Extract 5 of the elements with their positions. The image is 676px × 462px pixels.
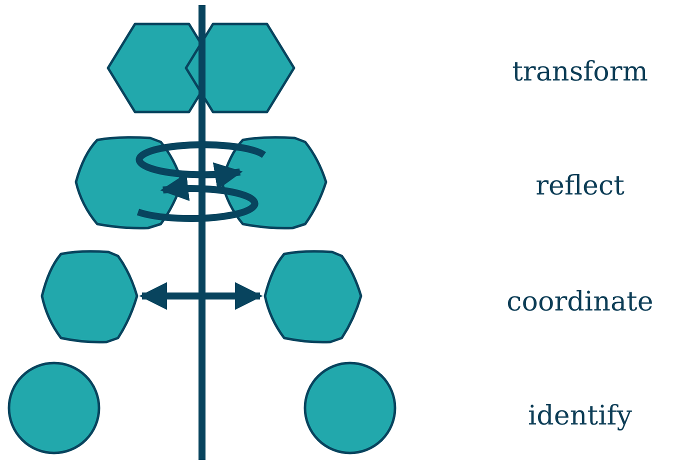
double-arrow	[139, 282, 263, 310]
row-label: identify	[528, 400, 632, 432]
row-label: reflect	[536, 170, 624, 202]
row-label: transform	[512, 56, 648, 88]
row-label: coordinate	[506, 286, 654, 318]
